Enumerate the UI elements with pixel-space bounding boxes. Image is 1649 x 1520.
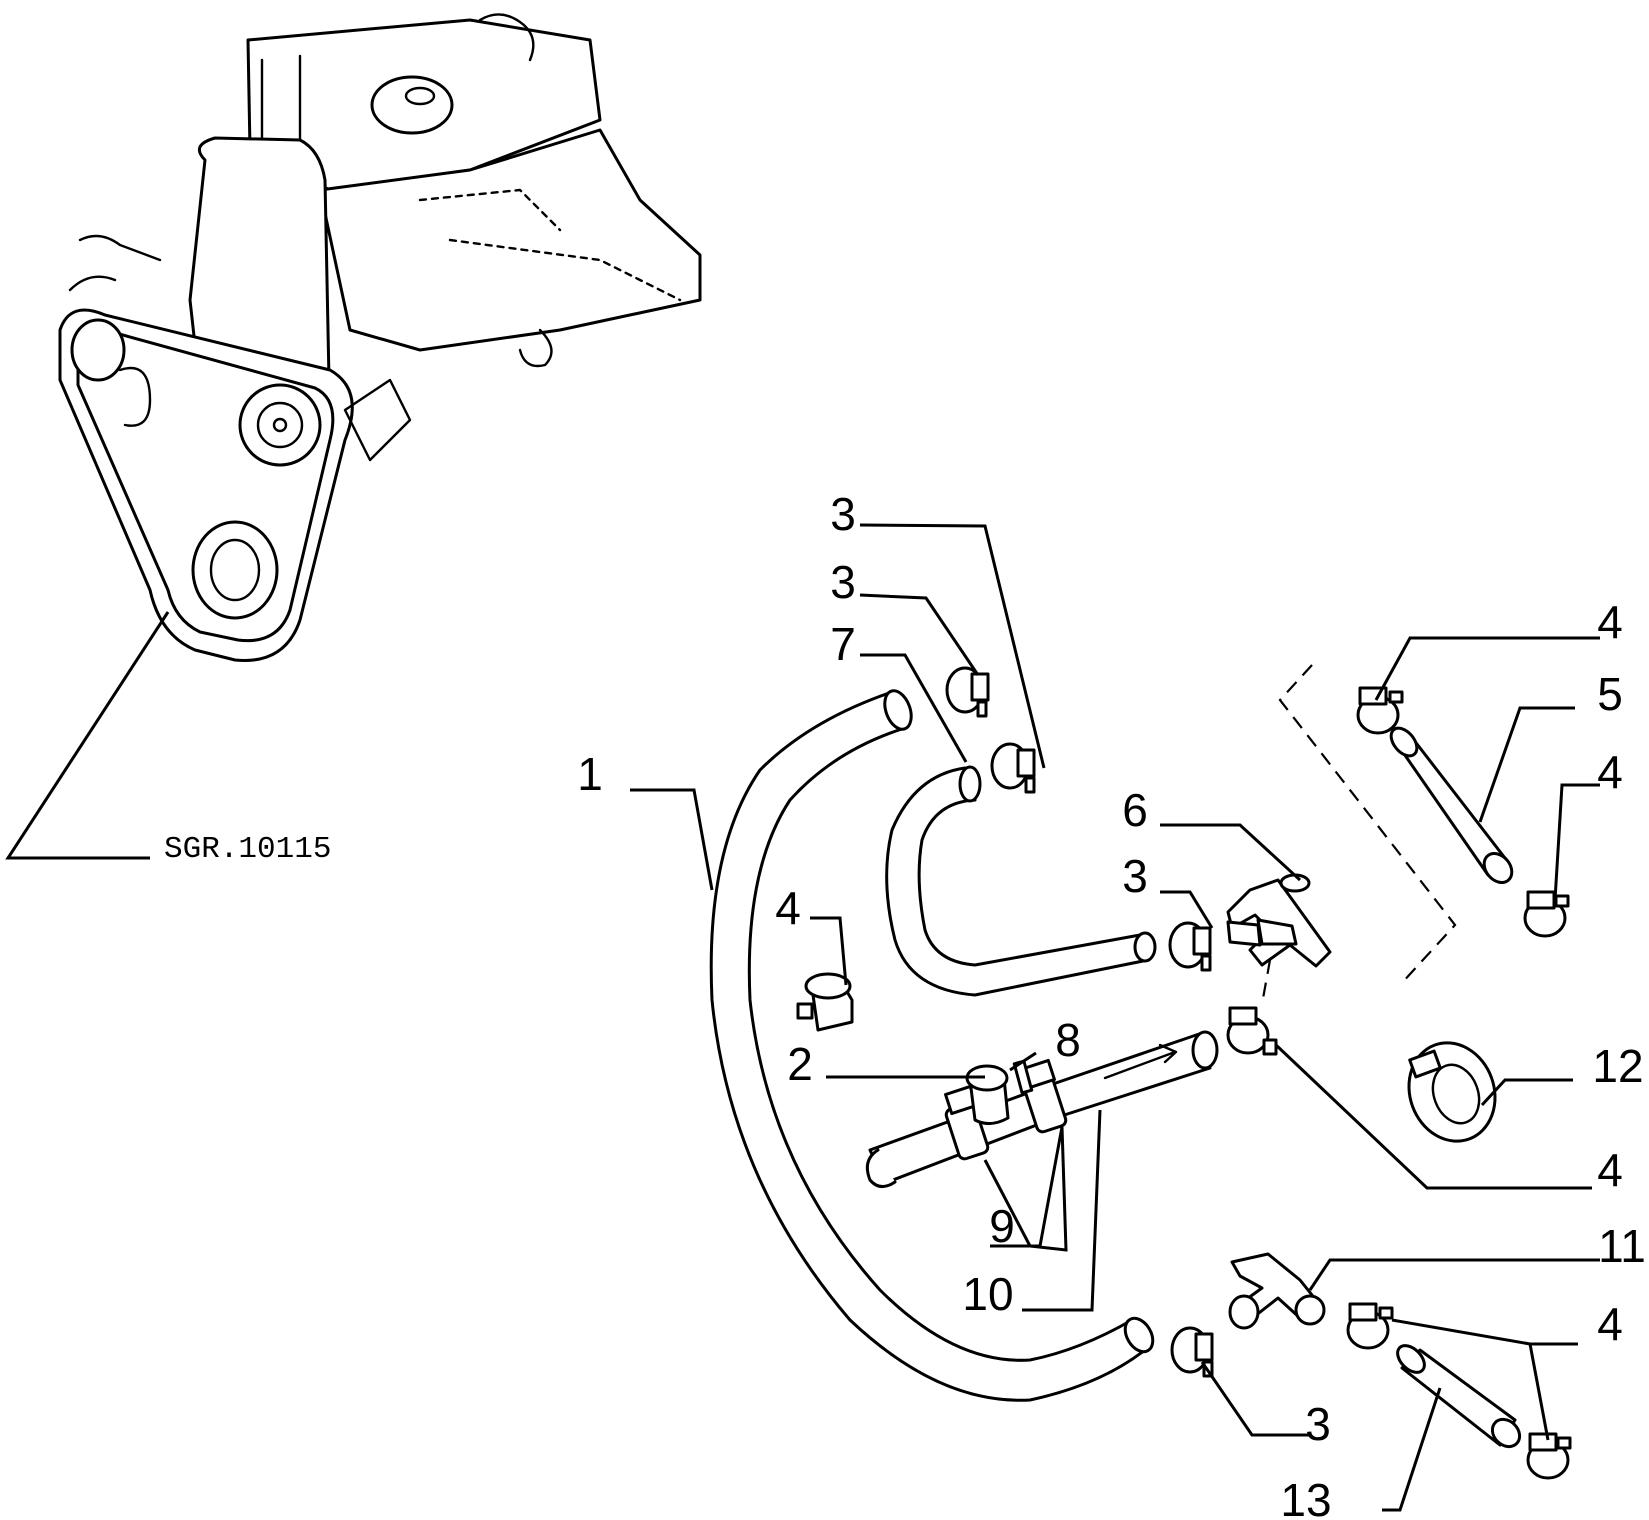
tee-connector-part-6 xyxy=(1226,664,1457,1005)
valve-assembly-parts-2-8-9-10 xyxy=(865,1030,1219,1188)
reference-code: SGR.10115 xyxy=(164,832,331,867)
callout-1: 1 xyxy=(577,748,603,800)
callout-2: 2 xyxy=(787,1038,813,1090)
hose-part-7 xyxy=(885,766,1150,997)
tee-connector-part-11 xyxy=(1228,1252,1326,1330)
callout-5: 5 xyxy=(1597,668,1623,720)
callout-13: 13 xyxy=(1280,1474,1331,1520)
clamp-part-12 xyxy=(1407,1041,1497,1143)
clamp-part-3 xyxy=(1168,921,1212,972)
callout-9: 9 xyxy=(989,1200,1015,1252)
callout-4: 4 xyxy=(1597,1298,1623,1350)
callout-4: 4 xyxy=(1597,746,1623,798)
callout-3: 3 xyxy=(830,556,856,608)
clamp-part-4 xyxy=(1226,1006,1278,1056)
callout-labels: 1 2 3 3 3 3 4 4 4 4 4 5 6 7 8 9 10 11 12… xyxy=(577,488,1646,1520)
callout-3: 3 xyxy=(1305,1398,1331,1450)
callout-4: 4 xyxy=(1597,596,1623,648)
clamp-part-4 xyxy=(1526,1432,1572,1480)
callout-7: 7 xyxy=(830,618,856,670)
clamp-part-3 xyxy=(990,742,1036,794)
callout-6: 6 xyxy=(1122,784,1148,836)
callout-11: 11 xyxy=(1598,1220,1646,1272)
clamp-part-3 xyxy=(945,666,990,718)
leader-lines xyxy=(630,523,1600,1512)
engine-illustration xyxy=(58,13,702,662)
callout-3: 3 xyxy=(830,488,856,540)
callout-12: 12 xyxy=(1592,1040,1643,1092)
clamp-part-4 xyxy=(1523,890,1570,938)
callout-3: 3 xyxy=(1122,850,1148,902)
clamp-part-3 xyxy=(1170,1326,1214,1378)
callout-8: 8 xyxy=(1055,1014,1081,1066)
callout-4: 4 xyxy=(775,882,801,934)
clamp-part-4 xyxy=(1346,1302,1394,1350)
clamp-part-4-square xyxy=(796,972,854,1032)
callout-10: 10 xyxy=(962,1268,1013,1320)
reference-leader xyxy=(5,611,170,860)
callout-4: 4 xyxy=(1597,1144,1623,1196)
